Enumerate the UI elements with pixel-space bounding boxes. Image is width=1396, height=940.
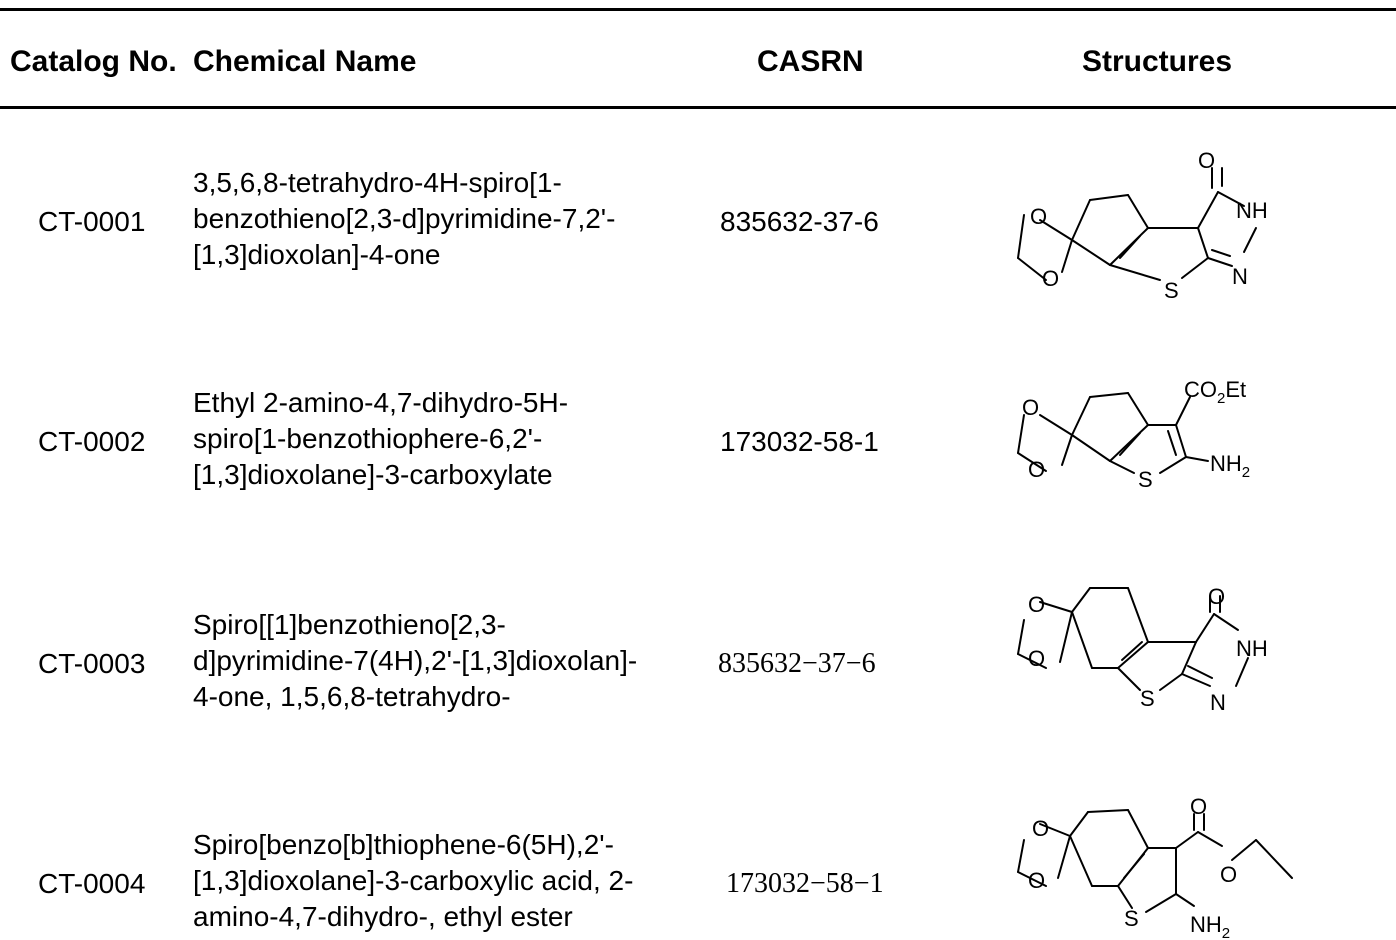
header-casrn: CASRN [757, 45, 864, 78]
casrn: 173032−58−1 [726, 868, 884, 899]
header-rule [0, 106, 1396, 109]
structure-image: O O S CO2Et NH2 [1017, 377, 1250, 492]
svg-text:S: S [1140, 686, 1155, 711]
chemical-name: Spiro[[1]benzothieno[2,3- d]pyrimidine-7… [193, 609, 638, 712]
catalog-no: CT-0004 [38, 868, 146, 899]
svg-text:NH2: NH2 [1210, 451, 1250, 481]
svg-text:S: S [1164, 278, 1179, 303]
svg-text:O: O [1028, 646, 1045, 671]
svg-text:O: O [1032, 816, 1049, 841]
svg-text:N: N [1210, 690, 1226, 715]
header-structures: Structures [1082, 45, 1233, 78]
svg-text:S: S [1124, 906, 1139, 931]
svg-text:O: O [1190, 794, 1207, 819]
top-rule [0, 8, 1396, 11]
catalog-no: CT-0001 [38, 206, 146, 237]
svg-text:O: O [1208, 584, 1225, 609]
catalog-no: CT-0002 [38, 426, 146, 457]
svg-text:O: O [1028, 592, 1045, 617]
svg-text:O: O [1042, 266, 1059, 291]
svg-text:S: S [1138, 467, 1153, 492]
chemical-name: Spiro[benzo[b]thiophene-6(5H),2'- [1,3]d… [193, 829, 634, 932]
catalog-no: CT-0003 [38, 648, 146, 679]
chemical-name: 3,5,6,8-tetrahydro-4H-spiro[1- benzothie… [193, 167, 616, 270]
svg-text:NH: NH [1236, 198, 1268, 223]
svg-text:O: O [1030, 204, 1047, 229]
structure-image: O O O NH N S [1017, 584, 1268, 715]
casrn: 173032-58-1 [720, 426, 879, 457]
svg-text:O: O [1220, 862, 1237, 887]
svg-text:O: O [1022, 395, 1039, 420]
structure-image: O O O O S NH2 [1017, 794, 1293, 940]
svg-text:N: N [1232, 264, 1248, 289]
svg-text:O: O [1028, 457, 1045, 482]
svg-text:O: O [1028, 868, 1045, 893]
svg-text:CO2Et: CO2Et [1184, 377, 1246, 407]
header-catalog-no: Catalog No. [10, 45, 177, 78]
header-chemical-name: Chemical Name [193, 45, 417, 78]
structure-image: O O O NH N S [1017, 148, 1268, 303]
casrn: 835632-37-6 [720, 206, 879, 237]
casrn: 835632−37−6 [718, 648, 876, 679]
chemical-name: Ethyl 2-amino-4,7-dihydro-5H- spiro[1-be… [193, 387, 569, 490]
svg-text:NH: NH [1236, 636, 1268, 661]
svg-text:NH2: NH2 [1190, 912, 1230, 940]
svg-text:O: O [1198, 148, 1215, 173]
